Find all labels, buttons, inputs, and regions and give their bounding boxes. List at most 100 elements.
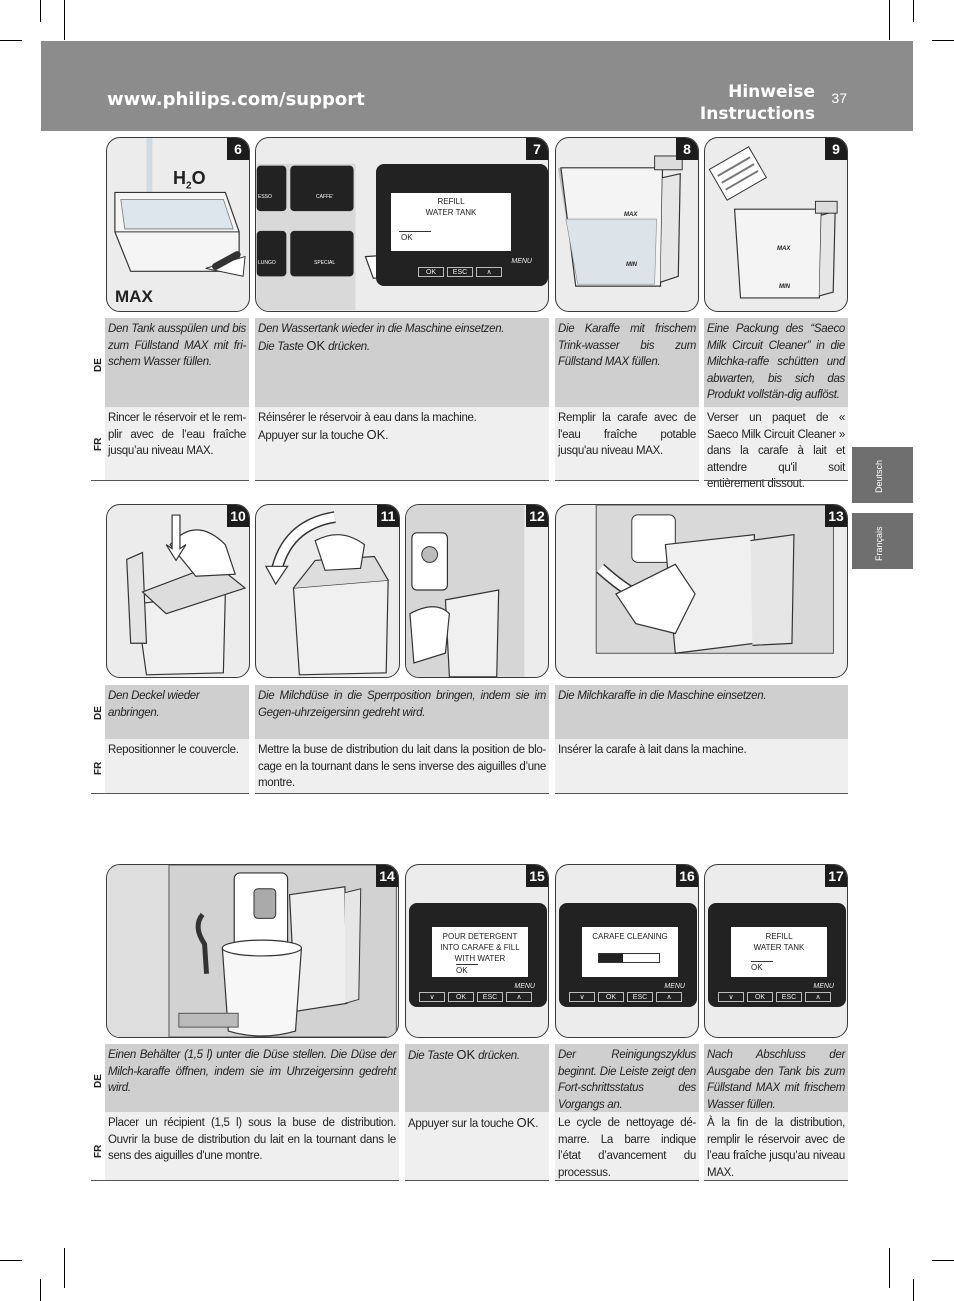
step-number: 6	[227, 138, 249, 160]
crop-mark	[932, 1260, 954, 1261]
step-6-illustration: 6 H2O MAX	[106, 137, 250, 312]
divider	[91, 480, 249, 481]
crop-mark	[932, 40, 954, 41]
step-number: 12	[526, 505, 548, 527]
step-number: 15	[526, 865, 548, 887]
lang-label-fr: FR	[93, 437, 104, 451]
divider	[405, 1180, 549, 1181]
step-13-illustration: 13	[555, 504, 848, 678]
crop-mark	[913, 0, 914, 22]
crop-mark	[40, 0, 41, 22]
step-9-text-de: Eine Packung des “Saeco Milk Circuit Cle…	[704, 318, 848, 407]
lcd-screen: POUR DETERGENT INTO CARAFE & FILL WITH W…	[432, 927, 528, 977]
min-label: MIN	[626, 262, 637, 268]
step-11-text-fr: Mettre la buse de distribution du lait d…	[255, 739, 549, 793]
step-number: 17	[825, 865, 847, 887]
step-number: 9	[825, 138, 847, 160]
divider	[91, 1180, 399, 1181]
step-17-text-fr: À la fin de la distribution, remplir le …	[704, 1112, 848, 1180]
step-7-text-de: Den Wassertank wieder in die Maschine ei…	[255, 318, 549, 407]
crop-mark	[0, 40, 22, 41]
menu-label: MENU	[813, 983, 834, 990]
step-6-text-de: Den Tank ausspülen und bis zum Füllstand…	[105, 318, 249, 407]
page-number: 37	[831, 90, 847, 106]
step-11-illustration: 11	[255, 504, 400, 678]
step-number: 16	[676, 865, 698, 887]
step-6-text-fr: Rincer le réservoir et le rem-plir avec …	[105, 407, 249, 480]
menu-label: MENU	[511, 258, 532, 265]
max-label: MAX	[777, 246, 791, 252]
divider	[255, 793, 549, 794]
divider	[704, 480, 848, 481]
step-17-text-de: Nach Abschluss der Ausgabe den Tank bis …	[704, 1044, 848, 1112]
progress-fill	[599, 954, 623, 962]
step-7-illustration: ESSO CAFFE' LUNGO SPECIAL REFILL WATER T…	[255, 137, 549, 312]
step-8-illustration: MAX MIN 8	[555, 137, 699, 312]
lang-label-de: DE	[93, 706, 104, 720]
divider	[704, 1180, 848, 1181]
step-number: 10	[227, 505, 249, 527]
button-special: SPECIAL	[314, 260, 336, 266]
page-header: www.philips.com/support Hinweise Instruc…	[41, 41, 913, 131]
step-10-text-fr: Repositionner le couvercle.	[105, 739, 249, 793]
divider	[555, 480, 699, 481]
support-url[interactable]: www.philips.com/support	[107, 89, 365, 110]
header-title-de: Hinweise	[728, 82, 815, 102]
menu-label: MENU	[664, 983, 685, 990]
step-15-text-de: Die Taste OK drücken.	[405, 1044, 549, 1112]
crop-mark	[64, 0, 65, 40]
divider	[255, 480, 549, 481]
step-8-text-de: Die Karaffe mit frischem Trink-wasser bi…	[555, 318, 699, 407]
side-tab-francais[interactable]: Français	[852, 513, 913, 569]
step-13-text-de: Die Milchkaraffe in die Maschine einsetz…	[555, 685, 848, 739]
machine-display: POUR DETERGENT INTO CARAFE & FILL WITH W…	[409, 903, 547, 1007]
crop-mark	[0, 1260, 22, 1261]
step-14-illustration: 14	[106, 864, 399, 1038]
step-15-illustration: POUR DETERGENT INTO CARAFE & FILL WITH W…	[405, 864, 549, 1038]
step-14-text-fr: Placer un récipient (1,5 l) sous la buse…	[105, 1112, 399, 1180]
lcd-screen: REFILL WATER TANK OK	[731, 927, 827, 977]
crop-mark	[889, 1248, 890, 1288]
button-caffe: CAFFE'	[316, 194, 334, 200]
max-label: MAX	[624, 212, 638, 218]
step-number: 14	[376, 865, 398, 887]
lcd-screen: REFILL WATER TANK OK	[391, 193, 511, 251]
crop-mark	[40, 1279, 41, 1301]
step-number: 11	[377, 505, 399, 527]
step-number: 13	[825, 505, 847, 527]
button-lungo: LUNGO	[258, 260, 276, 266]
crop-mark	[913, 1279, 914, 1301]
step-10-illustration: 10	[106, 504, 250, 678]
step-14-text-de: Einen Behälter (1,5 l) unter die Düse st…	[105, 1044, 399, 1112]
lcd-screen: CARAFE CLEANING	[582, 927, 678, 977]
step-16-text-fr: Le cycle de nettoyage dé-marre. La barre…	[555, 1112, 699, 1180]
divider	[555, 793, 848, 794]
step-15-text-fr: Appuyer sur la touche OK.	[405, 1112, 549, 1180]
step-12-illustration: 12	[405, 504, 549, 678]
lang-label-de: DE	[93, 358, 104, 372]
crop-mark	[64, 1248, 65, 1288]
menu-label: MENU	[514, 983, 535, 990]
divider	[555, 1180, 699, 1181]
h2o-label: H2O	[173, 168, 206, 192]
max-label: MAX	[115, 287, 153, 306]
divider	[91, 793, 249, 794]
lang-label-fr: FR	[93, 1144, 104, 1158]
side-tab-deutsch[interactable]: Deutsch	[852, 447, 913, 503]
step-number: 7	[526, 138, 548, 160]
step-8-text-fr: Remplir la carafe avec de l'eau fraîche …	[555, 407, 699, 480]
step-13-text-fr: Insérer la carafe à lait dans la machine…	[555, 739, 848, 793]
step-11-text-de: Die Milchdüse in die Sperrposition bring…	[255, 685, 549, 739]
progress-bar	[598, 953, 660, 963]
step-10-text-de: Den Deckel wieder anbringen.	[105, 685, 249, 739]
min-label: MIN	[779, 284, 790, 290]
